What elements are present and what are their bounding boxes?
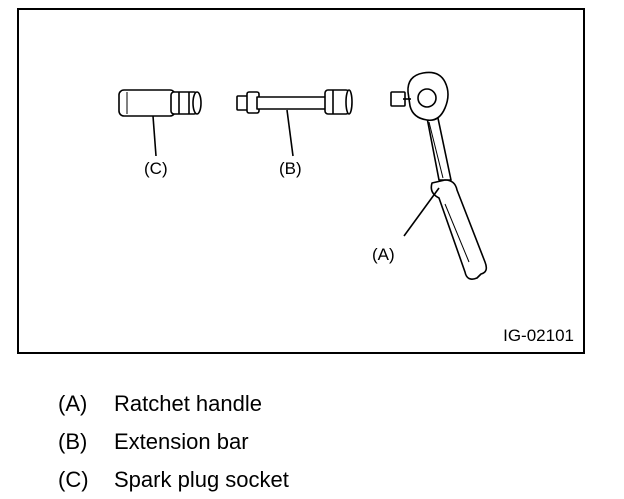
- legend-item: (C) Spark plug socket: [58, 461, 289, 499]
- leader-line-b: [286, 109, 294, 157]
- legend-key: (A): [58, 391, 88, 416]
- legend-label: Ratchet handle: [114, 391, 262, 416]
- leader-line-a: [403, 187, 440, 237]
- legend-label: Extension bar: [114, 429, 249, 454]
- legend-list: (A) Ratchet handle (B) Extension bar (C)…: [58, 385, 289, 499]
- ratchet-handle-drawing: [390, 71, 488, 280]
- legend-key: (B): [58, 429, 88, 454]
- legend-label: Spark plug socket: [114, 467, 289, 492]
- figure-frame: (C) (B) (A) IG-02101: [17, 8, 585, 354]
- tool-illustration: [118, 71, 488, 280]
- callout-c: (C): [144, 159, 168, 178]
- legend-item: (A) Ratchet handle: [58, 385, 289, 423]
- legend-item: (B) Extension bar: [58, 423, 289, 461]
- figure-id-label: IG-02101: [503, 326, 574, 345]
- callout-a: (A): [372, 245, 395, 264]
- extension-bar-drawing: [236, 89, 353, 115]
- spark-plug-socket-drawing: [118, 89, 202, 117]
- callout-b: (B): [279, 159, 302, 178]
- leader-line-c: [152, 115, 157, 157]
- legend-key: (C): [58, 467, 89, 492]
